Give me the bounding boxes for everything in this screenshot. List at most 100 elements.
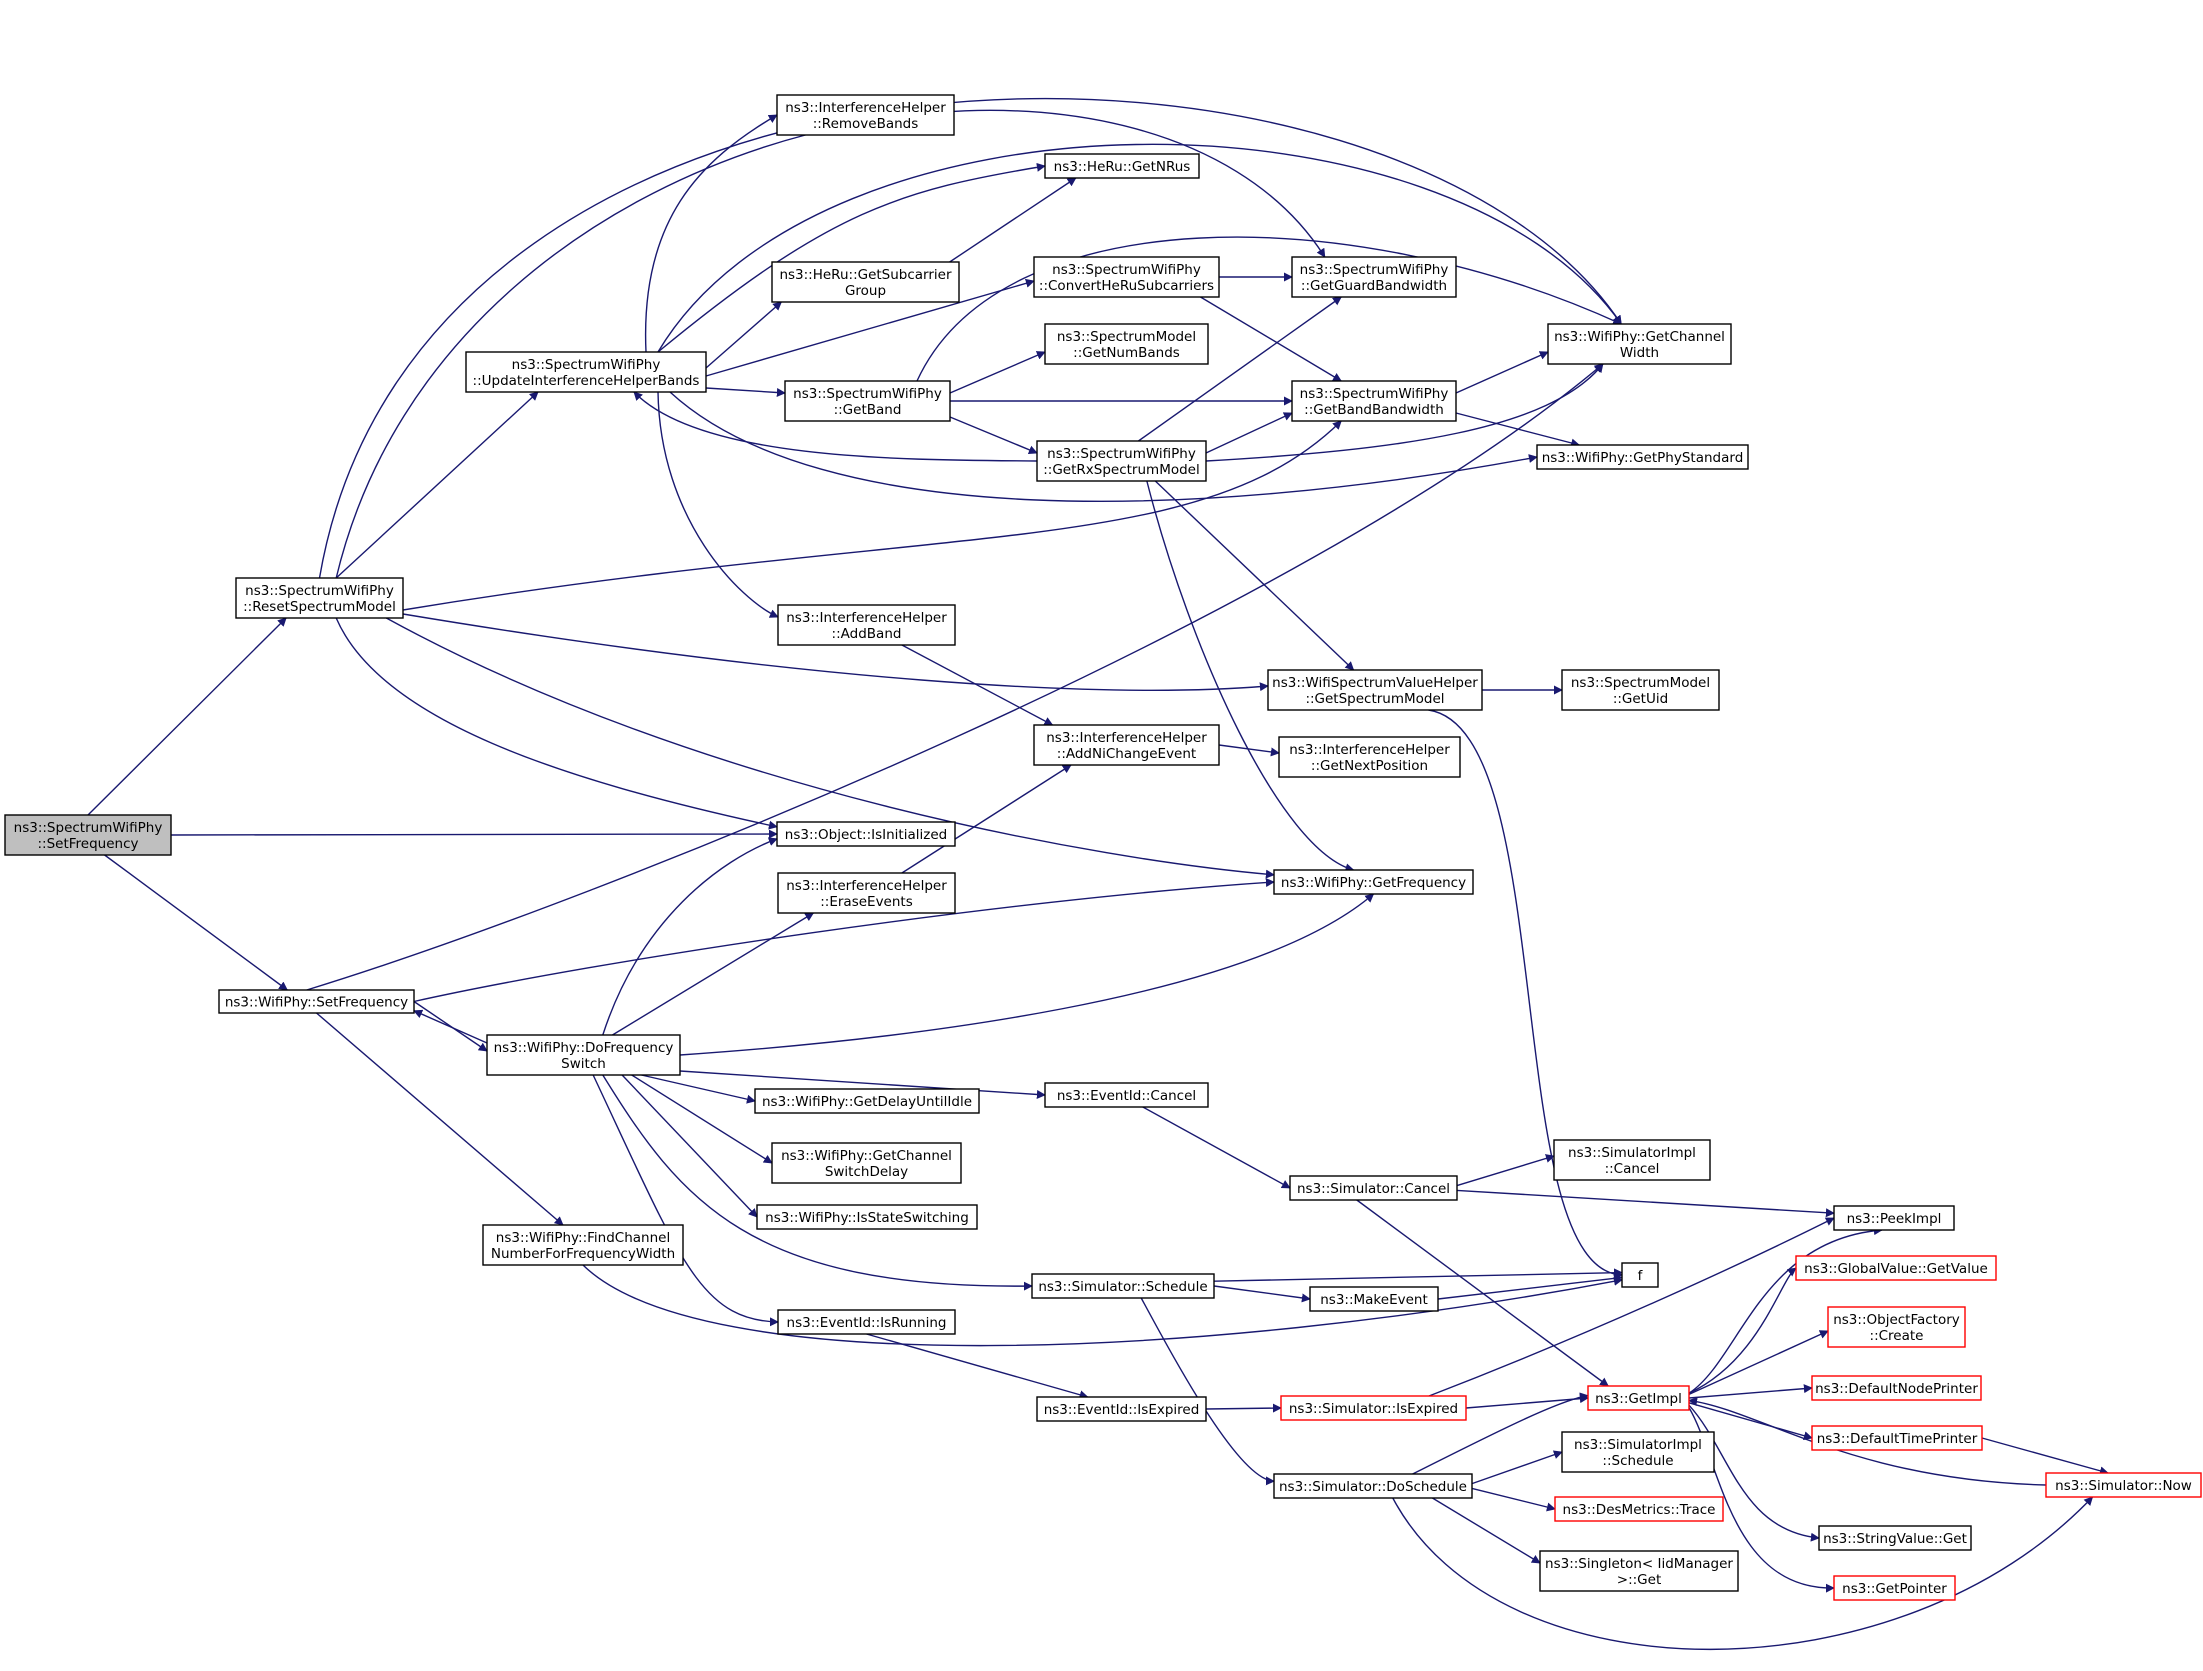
node-label-line: ::RemoveBands [813,116,919,132]
function-node-getfreq[interactable]: ns3::WifiPhy::GetFrequency [1273,869,1474,895]
node-box [4,814,172,856]
node-label-line: NumberForFrequencyWidth [491,1246,675,1262]
function-node-getuid[interactable]: ns3::SpectrumModel::GetUid [1561,669,1720,711]
node-label-line: ns3::WifiPhy::DoFrequency [494,1040,674,1056]
function-node-gvalue[interactable]: ns3::GlobalValue::GetValue [1795,1255,1997,1281]
function-node-trace[interactable]: ns3::DesMetrics::Trace [1554,1496,1724,1522]
call-edge-getimpl-to-strget [1688,1404,1820,1542]
node-label-line: ns3::InterferenceHelper [786,610,947,626]
node-label-line: ns3::PeekImpl [1847,1211,1942,1227]
function-node-makeevent[interactable]: ns3::MakeEvent [1309,1286,1439,1312]
node-label-line: ns3::InterferenceHelper [1046,730,1207,746]
function-node-dosched[interactable]: ns3::Simulator::DoSchedule [1273,1473,1473,1499]
node-label-line: ns3::StringValue::Get [1823,1531,1967,1547]
node-box [1621,1262,1659,1288]
node-label-line: ::GetBandBandwidth [1304,402,1444,418]
function-node-objfactory[interactable]: ns3::ObjectFactory::Create [1827,1306,1966,1348]
node-label-line: ns3::GlobalValue::GetValue [1804,1261,1988,1277]
function-node-getband[interactable]: ns3::SpectrumWifiPhy::GetBand [784,380,951,422]
node-label-line: ns3::WifiPhy::GetFrequency [1281,875,1466,891]
call-edge-update-to-addband [657,391,779,618]
node-label-line: ns3::SpectrumWifiPhy [14,820,163,836]
function-node-setfreq_spec[interactable]: ns3::SpectrumWifiPhy::SetFrequency [4,814,172,856]
node-box [1827,1306,1966,1348]
call-edge-dofreq-to-isswitching [621,1074,758,1218]
function-node-getrx[interactable]: ns3::SpectrumWifiPhy::GetRxSpectrumModel [1036,440,1207,482]
call-edge-dofreq-to-evcancel [679,1070,1046,1099]
function-node-getnrus[interactable]: ns3::HeRu::GetNRus [1044,153,1200,179]
call-edge-getimpl-to-gvalue [1688,1267,1797,1394]
node-box [1044,153,1200,179]
call-edge-isrunning-to-isexpired_ev [866,1333,1089,1400]
node-label-line: ns3::SpectrumWifiPhy [512,357,661,373]
node-box [1036,1396,1207,1422]
function-node-numbands[interactable]: ns3::SpectrumModel::GetNumBands [1044,323,1209,365]
function-node-getimpl[interactable]: ns3::GetImpl [1587,1385,1690,1411]
function-node-simsched[interactable]: ns3::Simulator::Schedule [1031,1273,1215,1299]
function-node-bandbw[interactable]: ns3::SpectrumWifiPhy::GetBandBandwidth [1291,380,1457,422]
function-node-addband[interactable]: ns3::InterferenceHelper::AddBand [777,604,956,646]
call-edges [87,97,2109,1650]
function-node-wifi_setfreq[interactable]: ns3::WifiPhy::SetFrequency [218,989,415,1014]
function-node-findch[interactable]: ns3::WifiPhy::FindChannelNumberForFreque… [482,1224,684,1266]
function-node-delayidle[interactable]: ns3::WifiPhy::GetDelayUntilIdle [754,1088,980,1114]
node-label-line: ::GetUid [1613,691,1668,707]
node-label-line: ns3::SimulatorImpl [1568,1145,1696,1161]
function-node-addni[interactable]: ns3::InterferenceHelper::AddNiChangeEven… [1033,724,1220,766]
function-node-singleton[interactable]: ns3::Singleton< IidManager >::Get [1539,1550,1739,1592]
call-nodes: ns3::SpectrumWifiPhy::SetFrequencyns3::S… [4,94,2202,1601]
function-node-implsched[interactable]: ns3::SimulatorImpl::Schedule [1561,1431,1715,1473]
call-edge-update-to-chwidth [657,143,1622,353]
call-edge-getspec-to-f [1428,709,1623,1280]
node-label-line: ns3::SpectrumModel [1057,329,1196,345]
call-edge-dosched-to-trace [1471,1487,1556,1512]
function-node-isswitching[interactable]: ns3::WifiPhy::IsStateSwitching [756,1204,978,1230]
node-label-line: ns3::EventId::IsExpired [1044,1402,1200,1418]
call-edge-simsched-to-f [1213,1268,1623,1282]
function-node-isexpired_ev[interactable]: ns3::EventId::IsExpired [1036,1396,1207,1422]
function-node-nodeprinter[interactable]: ns3::DefaultNodePrinter [1811,1375,1982,1401]
function-node-guardbw[interactable]: ns3::SpectrumWifiPhy::GetGuardBandwidth [1291,256,1457,298]
node-box [1811,1425,1983,1451]
node-label-line: ::ResetSpectrumModel [243,599,396,615]
node-label-line: ::GetBand [834,402,902,418]
function-node-getspec[interactable]: ns3::WifiSpectrumValueHelper::GetSpectru… [1267,669,1483,711]
function-node-getpointer[interactable]: ns3::GetPointer [1833,1575,1956,1601]
node-box [1044,1082,1209,1108]
function-node-isinit[interactable]: ns3::Object::IsInitialized [776,821,956,847]
function-node-update[interactable]: ns3::SpectrumWifiPhy::UpdateInterference… [465,351,707,393]
node-label-line: ns3::InterferenceHelper [786,878,947,894]
function-node-isrunning[interactable]: ns3::EventId::IsRunning [777,1309,956,1335]
function-node-reset[interactable]: ns3::SpectrumWifiPhy::ResetSpectrumModel [235,577,404,619]
node-label-line: ns3::WifiPhy::GetChannel [781,1148,952,1164]
node-box [1036,440,1207,482]
function-node-implcancel[interactable]: ns3::SimulatorImpl::Cancel [1553,1139,1711,1181]
function-node-peek[interactable]: ns3::PeekImpl [1833,1205,1955,1231]
function-node-convert[interactable]: ns3::SpectrumWifiPhy::ConvertHeRuSubcarr… [1033,256,1220,298]
call-edge-addni-to-nextpos [1218,744,1280,757]
function-node-timeprinter[interactable]: ns3::DefaultTimePrinter [1811,1425,1983,1451]
function-node-nextpos[interactable]: ns3::InterferenceHelper::GetNextPosition [1278,736,1461,778]
function-node-phystd[interactable]: ns3::WifiPhy::GetPhyStandard [1536,444,1749,470]
node-label-line: ::GetGuardBandwidth [1301,278,1447,294]
function-node-removebands[interactable]: ns3::InterferenceHelper::RemoveBands [776,94,955,136]
function-node-simcancel[interactable]: ns3::Simulator::Cancel [1289,1175,1458,1201]
function-node-simexpired[interactable]: ns3::Simulator::IsExpired [1280,1395,1467,1421]
function-node-now[interactable]: ns3::Simulator::Now [2045,1472,2202,1498]
node-label-line: ns3::Simulator::DoSchedule [1279,1479,1467,1495]
node-label-line: ns3::DefaultNodePrinter [1815,1381,1978,1397]
call-edge-addband-to-addni [901,644,1054,726]
function-node-strget[interactable]: ns3::StringValue::Get [1818,1525,1972,1551]
node-label-line: Group [845,283,886,299]
function-node-f[interactable]: f [1621,1262,1659,1288]
call-edge-reset-to-getspec [402,613,1269,692]
call-edge-setfreq_spec-to-wifi_setfreq [104,854,288,991]
call-edge-dofreq-to-getfreq [679,893,1375,1056]
function-node-erase[interactable]: ns3::InterferenceHelper::EraseEvents [777,872,956,914]
function-node-evcancel[interactable]: ns3::EventId::Cancel [1044,1082,1209,1108]
node-box [756,1204,978,1230]
